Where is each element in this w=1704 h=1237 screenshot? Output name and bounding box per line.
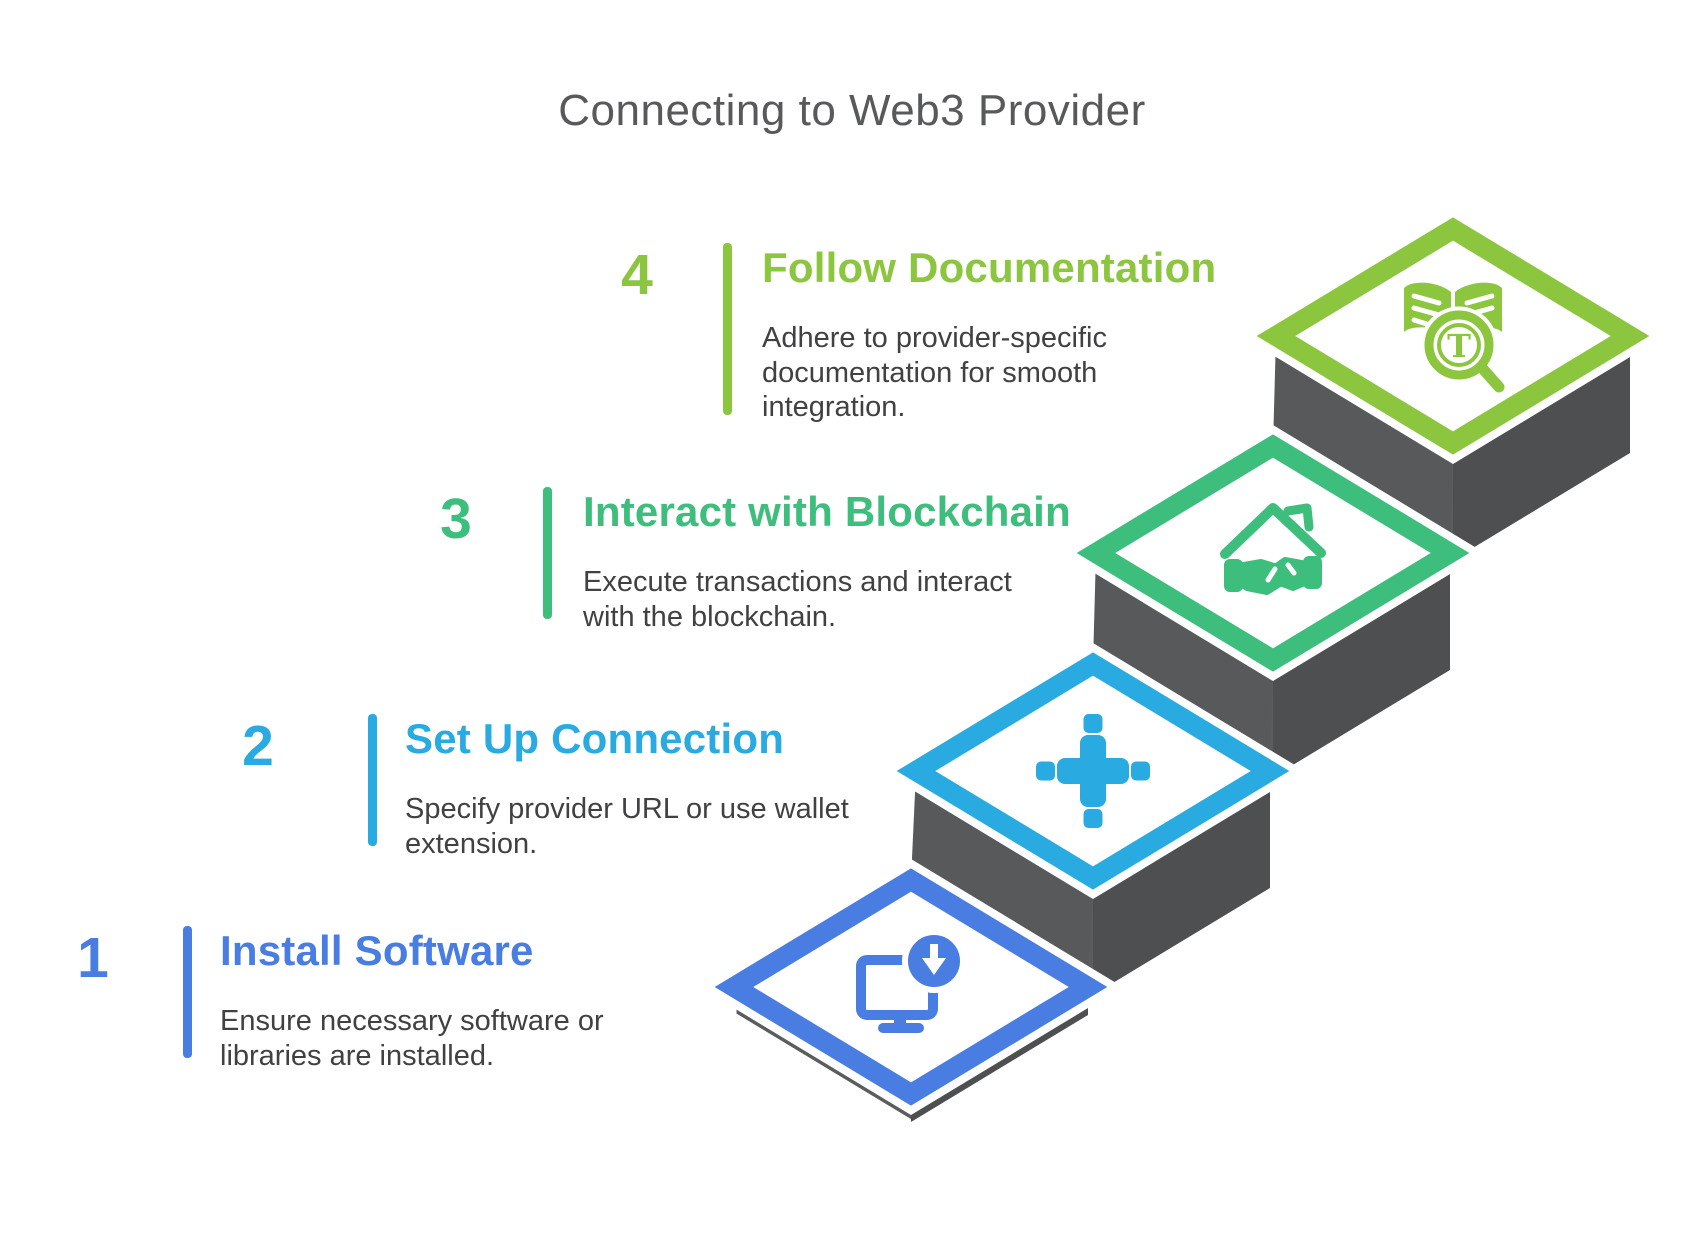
step-description-line: Specify provider URL or use wallet [405, 793, 849, 825]
step-description: Specify provider URL or use wallet exten… [405, 792, 849, 861]
step2-prism-right-face [1093, 771, 1270, 995]
step-number: 1 [77, 926, 109, 990]
step-description-line: Execute transactions and interact [583, 566, 1012, 598]
step4-stair: T [1241, 207, 1665, 563]
step3-prism-right-face [1273, 553, 1450, 777]
step-content: Install Software Ensure necessary softwa… [220, 928, 604, 1073]
step-content: Set Up Connection Specify provider URL o… [405, 716, 849, 861]
magnifier-letter: T [1447, 327, 1471, 365]
download-arrow-stem [930, 944, 938, 958]
step-description-line: libraries are installed. [220, 1039, 495, 1072]
step3-diamond [1076, 434, 1470, 672]
step-title: Set Up Connection [405, 715, 785, 762]
step-description-line: integration. [762, 391, 906, 423]
step-title: Interact with Blockchain [583, 488, 1071, 535]
step-title: Install Software [220, 927, 534, 974]
step4-prism-right-face [1453, 336, 1630, 560]
step-number: 2 [242, 714, 274, 778]
step-number: 4 [621, 243, 653, 307]
step-content: Interact with Blockchain Execute transac… [583, 489, 1071, 634]
step-accent-bar [723, 243, 732, 415]
download-arrow-head [922, 958, 946, 975]
step-description-line: extension. [405, 827, 538, 860]
riser-2-1 [911, 771, 1093, 987]
step-description: Ensure necessary software or libraries a… [220, 1004, 604, 1073]
step3-stair [1061, 424, 1485, 780]
step-accent-bar [368, 714, 377, 846]
step2-stair [881, 642, 1305, 998]
riser-4-3 [1273, 336, 1453, 553]
step-description-line: Ensure necessary software or [220, 1005, 604, 1037]
documentation-search-icon: T [1404, 282, 1505, 393]
handshake [1224, 556, 1322, 595]
step-accent-bar [543, 487, 552, 619]
house-chimney [1283, 503, 1314, 532]
monitor-base [878, 1023, 924, 1033]
step-description-line: documentation for smooth [762, 356, 1098, 389]
step-description-line: with the blockchain. [583, 600, 837, 633]
house-roof [1220, 503, 1326, 559]
step-description: Execute transactions and interact with t… [583, 565, 1071, 634]
step-accent-bar [183, 926, 192, 1058]
magnifier-inner-ring [1437, 323, 1481, 367]
step-content: Follow Documentation Adhere to provider-… [762, 245, 1216, 425]
computer-download-icon [856, 929, 966, 1033]
connector-plus-icon [1036, 714, 1150, 828]
step-description-line: Adhere to provider-specific [762, 322, 1107, 354]
riser-3-2 [1093, 553, 1273, 771]
handshake-slits [1265, 562, 1297, 583]
page-title: Connecting to Web3 Provider [558, 86, 1146, 135]
step-description: Adhere to provider-specific documentatio… [762, 321, 1216, 425]
step-title: Follow Documentation [762, 244, 1217, 291]
step-number: 3 [440, 487, 472, 551]
step1-diamond [714, 868, 1108, 1106]
magnifier-handle [1477, 363, 1505, 393]
step1-stair [699, 858, 1123, 1125]
house-handshake-icon [1220, 503, 1326, 595]
